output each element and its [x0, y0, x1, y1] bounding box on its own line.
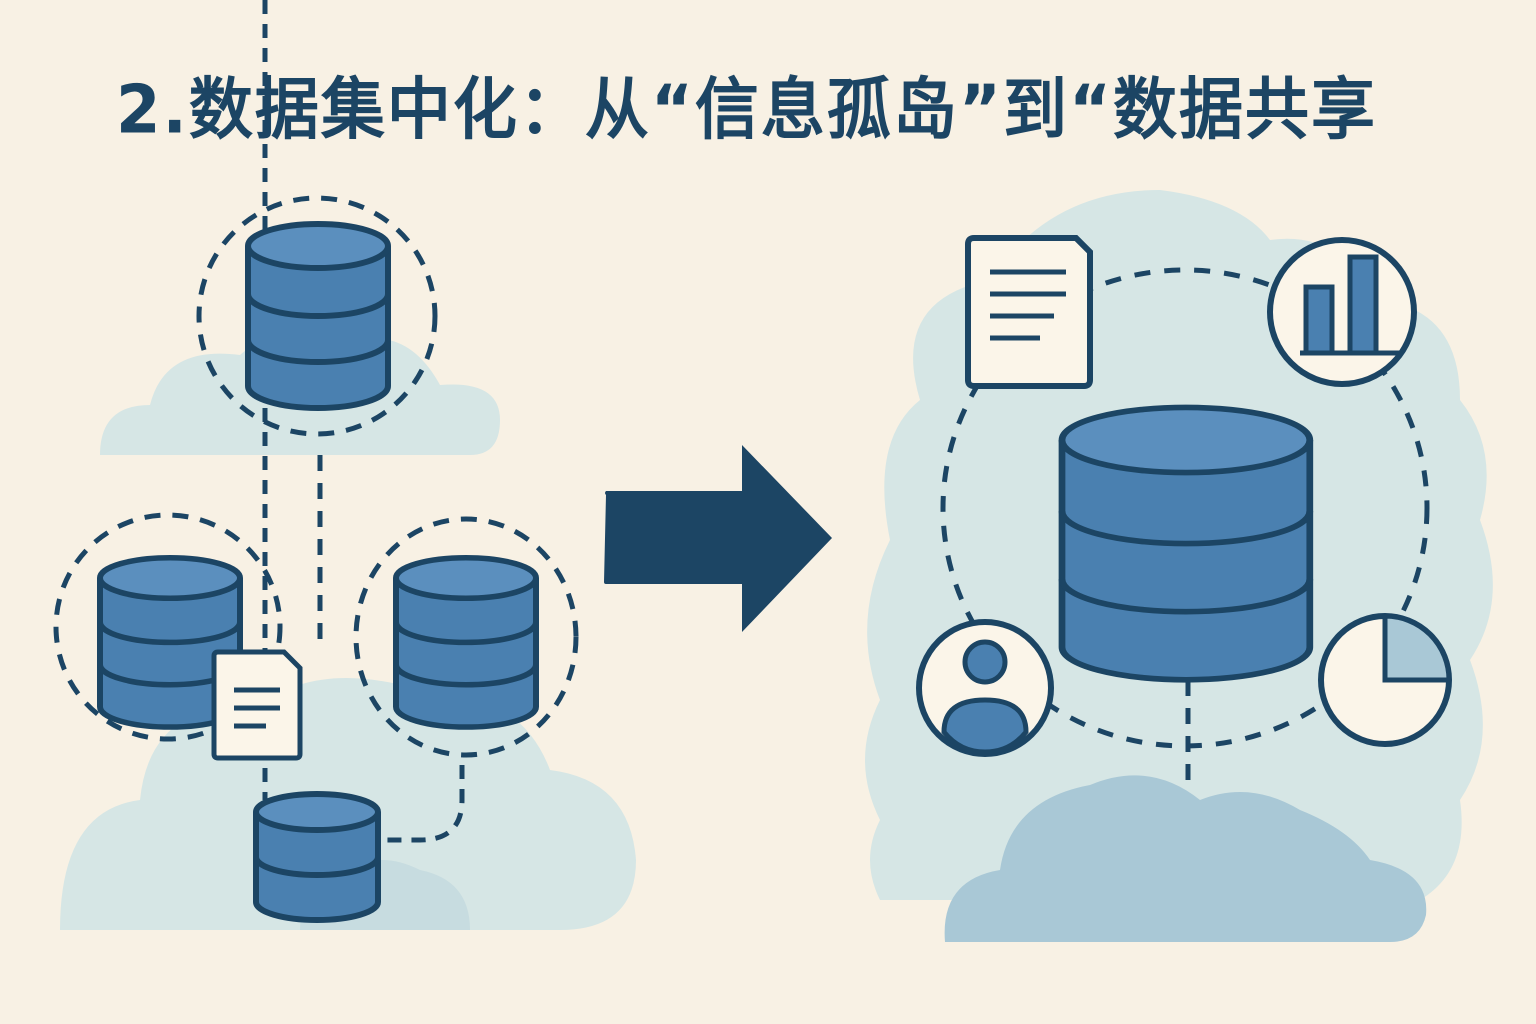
bar-chart-icon [1267, 237, 1417, 387]
cloud-base [944, 775, 1427, 942]
database-icon [1058, 404, 1314, 683]
right-panel [865, 190, 1493, 942]
ring-left [53, 512, 283, 742]
right-arrow-icon [604, 445, 832, 632]
document-icon [211, 649, 303, 761]
ring-right [353, 516, 579, 758]
page-title: 2.数据集中化：从“信息孤岛”到“数据共享 [116, 71, 1378, 150]
orbit-ring [940, 267, 1430, 749]
user-icon [916, 619, 1054, 757]
database-icon [253, 791, 381, 923]
connector-right [385, 765, 465, 843]
database-icon [396, 558, 536, 727]
pie-chart-icon [1318, 613, 1452, 747]
left-panel [53, 0, 636, 930]
database-icon [248, 224, 388, 408]
ring-top [196, 195, 438, 437]
document-icon [965, 235, 1093, 389]
